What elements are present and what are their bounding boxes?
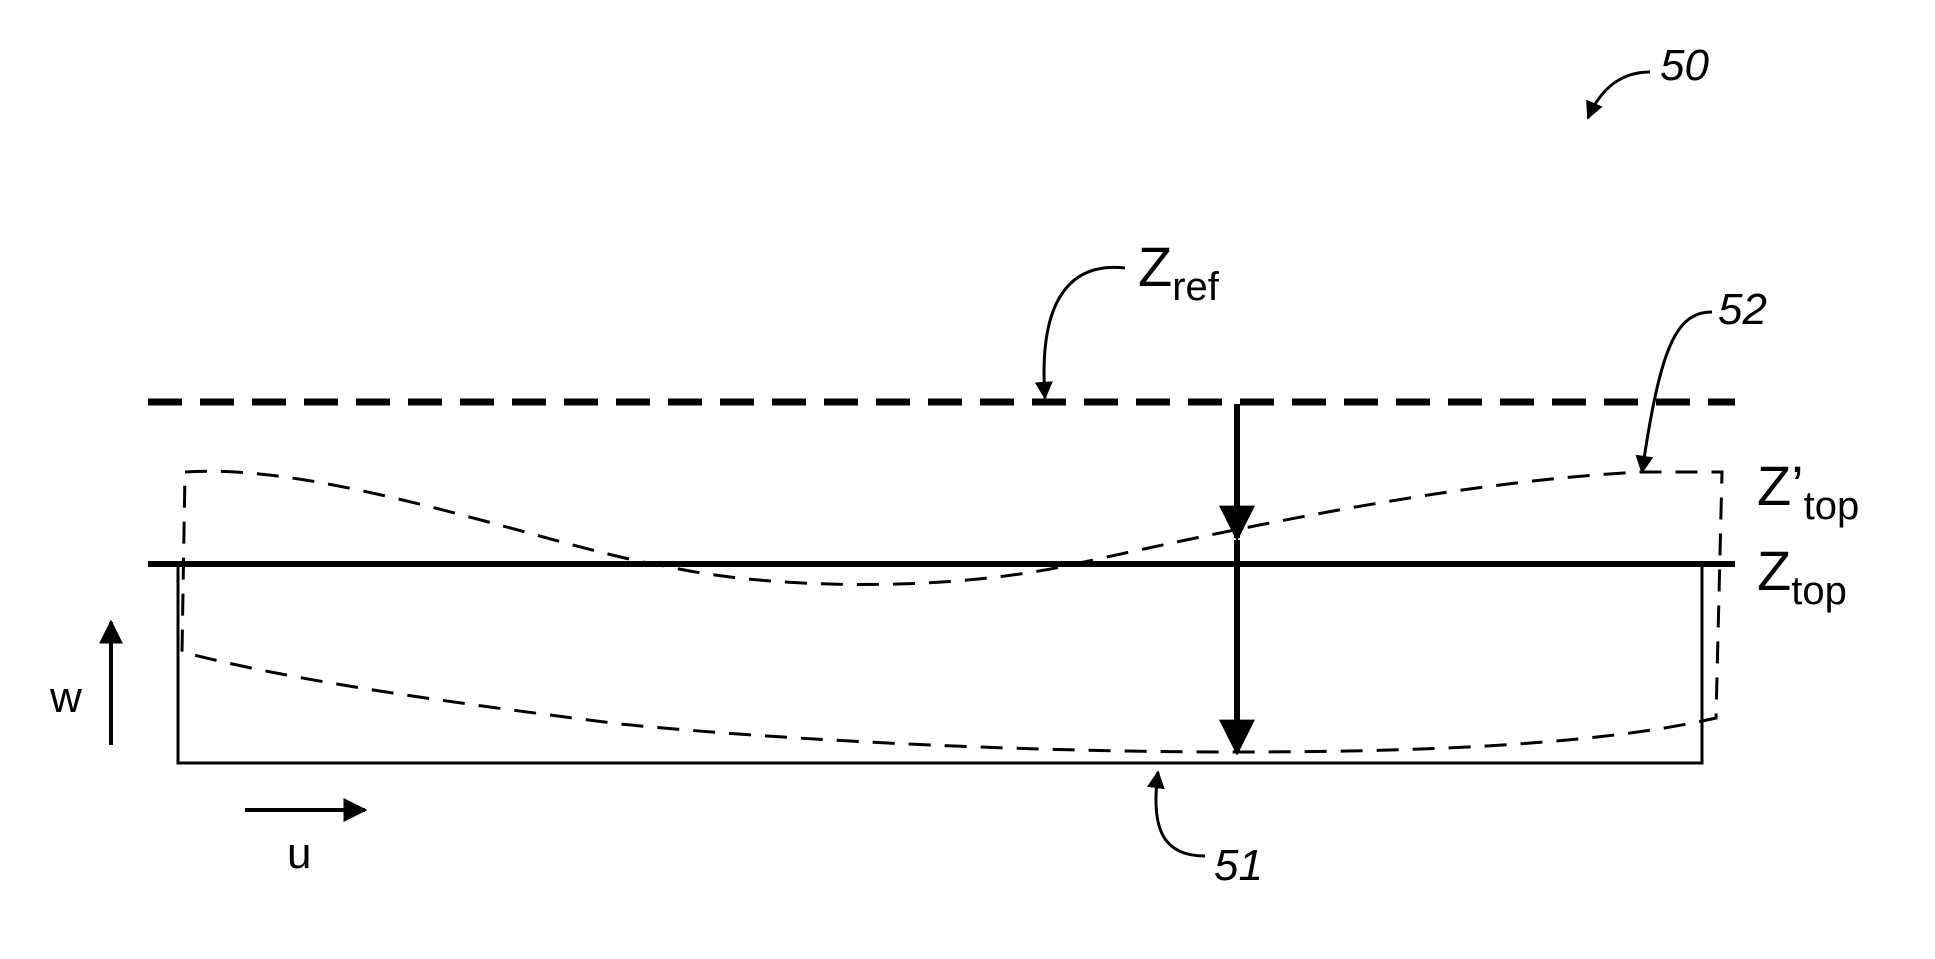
substrate-outline: [178, 564, 1702, 763]
substrate-51-leader-arrow: [1156, 772, 1205, 856]
figure-50-label: 50: [1660, 41, 1709, 90]
z-top-prime-label: Z’top: [1757, 454, 1859, 528]
axis-w-label: w: [49, 673, 82, 722]
figure-50-leader-arrow: [1588, 72, 1650, 118]
deformed-substrate-outline: [182, 471, 1722, 752]
z-top-label: Ztop: [1757, 539, 1847, 613]
deformed-surface-52-label: 52: [1718, 285, 1767, 334]
axis-u-label: u: [287, 829, 311, 878]
z-ref-label: Zref: [1138, 235, 1220, 309]
z-ref-leader-arrow: [1044, 267, 1125, 398]
deformed-surface-52-leader-arrow: [1642, 312, 1712, 472]
substrate-51-label: 51: [1214, 841, 1263, 890]
